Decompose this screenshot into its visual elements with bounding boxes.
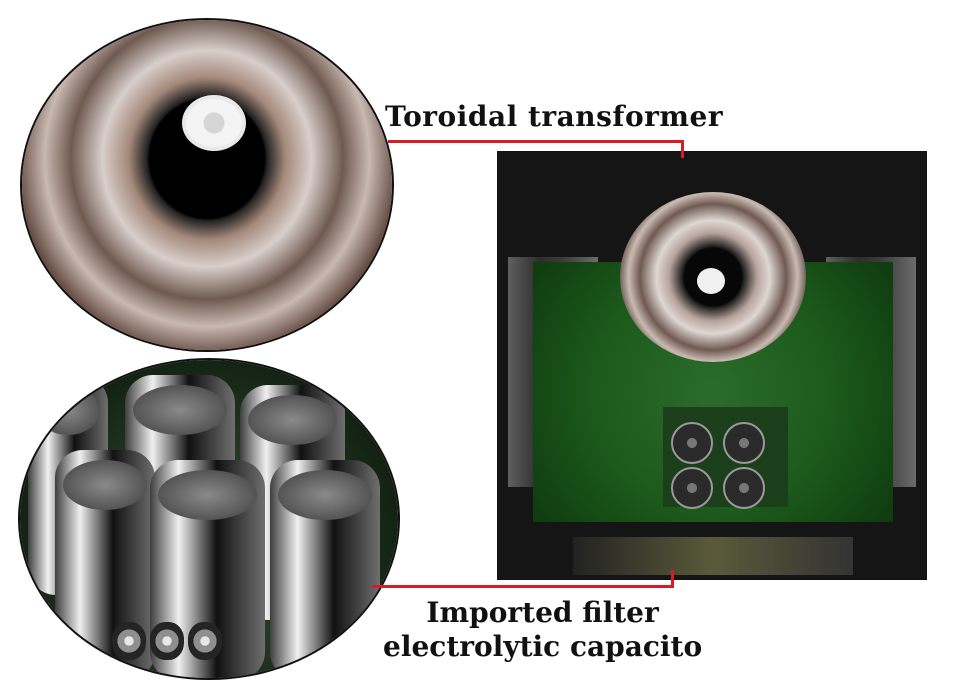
board-capacitor [671,467,713,509]
board-transformer-hole [697,268,725,294]
transformer-callout-line [388,140,683,143]
board-capacitor [723,467,765,509]
capacitor-callout-line-vertical [671,570,674,588]
small-capacitor [150,622,184,660]
amplifier-interior-image [497,151,927,580]
board-capacitor [671,422,713,464]
transformer-center-hole [182,95,246,151]
board-connector-strip [573,537,853,575]
transformer-zoom-image [22,20,392,350]
capacitor-label-line1: Imported filter [426,596,659,629]
capacitor-large [270,460,380,678]
board-capacitor [723,422,765,464]
capacitor-large [55,450,155,678]
capacitor-label: Imported filter electrolytic capacito [383,596,702,664]
capacitor-label-line2: electrolytic capacito [383,630,703,663]
small-capacitor [112,622,146,660]
capacitor-callout-line [372,585,674,588]
small-capacitor [188,622,222,660]
transformer-callout-line-vertical [681,140,684,158]
capacitor-zoom-image [20,360,398,678]
transformer-label: Toroidal transformer [385,100,724,133]
